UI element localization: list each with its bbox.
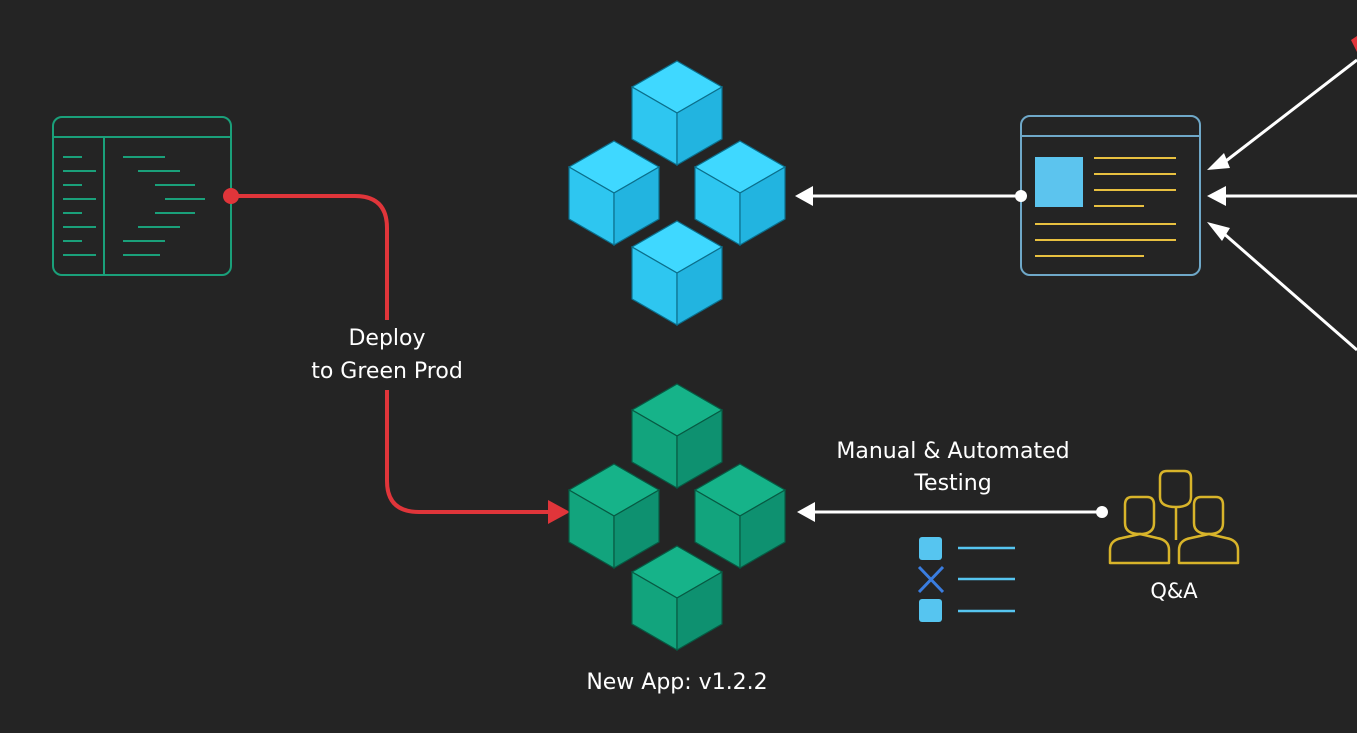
incoming-request-arrows (1221, 58, 1357, 352)
blue-cube-cluster-icon (568, 60, 786, 326)
testing-label-line1: Manual & Automated (836, 439, 1069, 464)
qa-label: Q&A (1150, 579, 1198, 603)
traffic-arrow (795, 186, 1027, 206)
green-cube-cluster-icon (568, 383, 786, 651)
qa-team-icon (1108, 469, 1240, 565)
browser-page-icon (1020, 115, 1201, 276)
new-app-label: New App: v1.2.2 (586, 670, 767, 695)
code-window-icon (52, 116, 232, 276)
testing-arrow (797, 502, 1108, 522)
deploy-label-line1: Deploy (348, 326, 425, 351)
testing-label-line2: Testing (913, 471, 991, 496)
deploy-label-line2: to Green Prod (311, 359, 463, 384)
checklist-icon (917, 537, 1015, 622)
